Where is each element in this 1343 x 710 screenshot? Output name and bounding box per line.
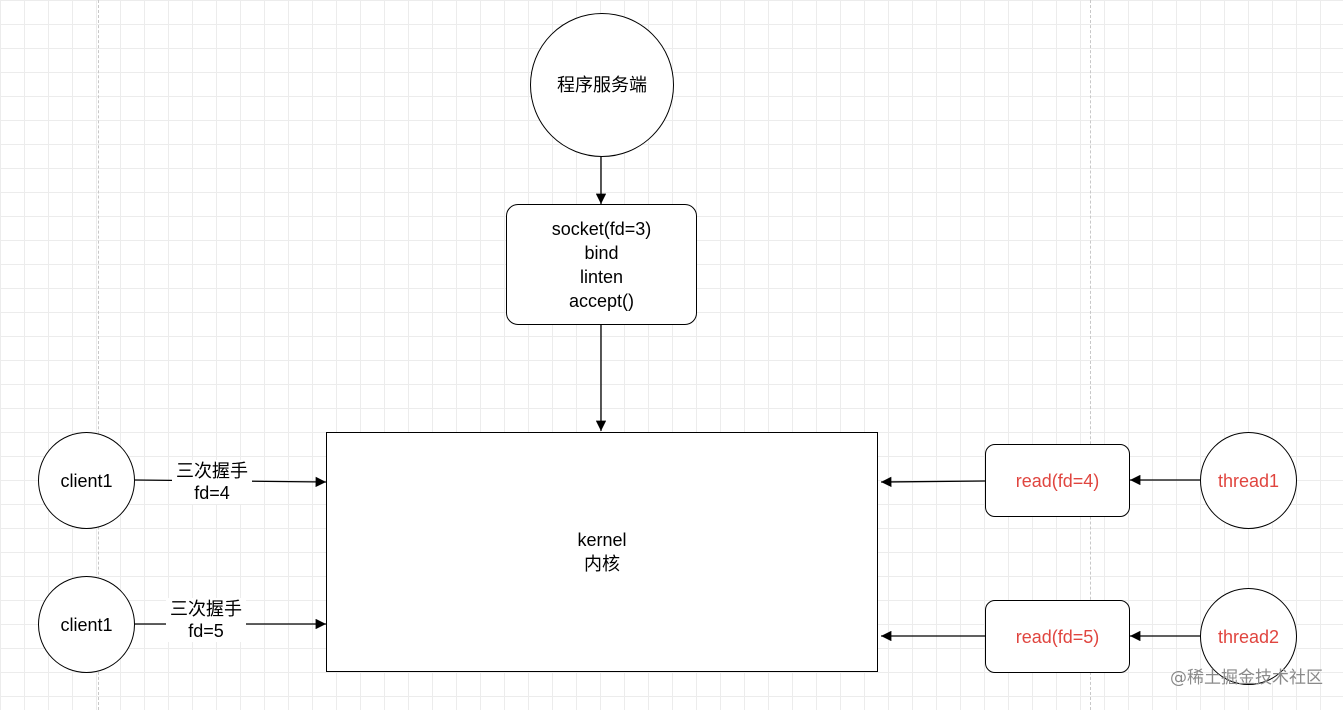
watermark: @稀土掘金技术社区 bbox=[1170, 668, 1323, 688]
read-node-fd5: read(fd=5) bbox=[985, 600, 1130, 673]
server-node: 程序服务端 bbox=[530, 13, 674, 157]
read-node-fd4: read(fd=4) bbox=[985, 444, 1130, 517]
read-label-fd4: read(fd=4) bbox=[1015, 470, 1100, 491]
client-node-1: client1 bbox=[38, 432, 135, 529]
client-label-2: client1 bbox=[60, 614, 113, 635]
fd-label-1: fd=4 bbox=[194, 483, 230, 503]
thread-node-2: thread2 bbox=[1200, 588, 1297, 685]
kernel-label: kernel bbox=[577, 530, 627, 550]
kernel-label-cn: 内核 bbox=[584, 554, 620, 574]
fd-label-2: fd=5 bbox=[188, 621, 224, 641]
page-guide-left bbox=[98, 0, 99, 710]
thread-node-1: thread1 bbox=[1200, 432, 1297, 529]
handshake-label-2: 三次握手 bbox=[170, 599, 242, 619]
edge-label-client-1: 三次握手 fd=4 bbox=[172, 460, 252, 504]
read-label-fd5: read(fd=5) bbox=[1015, 626, 1100, 647]
handshake-label-1: 三次握手 bbox=[176, 461, 248, 481]
edge-label-client-2: 三次握手 fd=5 bbox=[166, 598, 246, 642]
arrow-read4-to-kernel bbox=[880, 476, 986, 488]
call-listen: linten bbox=[579, 266, 623, 287]
call-accept: accept() bbox=[568, 290, 634, 311]
thread-label-2: thread2 bbox=[1217, 626, 1280, 647]
client-node-2: client1 bbox=[38, 576, 135, 673]
server-label: 程序服务端 bbox=[557, 75, 647, 95]
kernel-node: kernel 内核 bbox=[326, 432, 878, 672]
client-label-1: client1 bbox=[60, 470, 113, 491]
server-calls-node: socket(fd=3) bind linten accept() bbox=[506, 204, 697, 325]
thread-label-1: thread1 bbox=[1217, 470, 1280, 491]
call-bind: bind bbox=[584, 242, 619, 263]
page-guide-right bbox=[1090, 0, 1091, 710]
call-socket: socket(fd=3) bbox=[551, 218, 652, 239]
